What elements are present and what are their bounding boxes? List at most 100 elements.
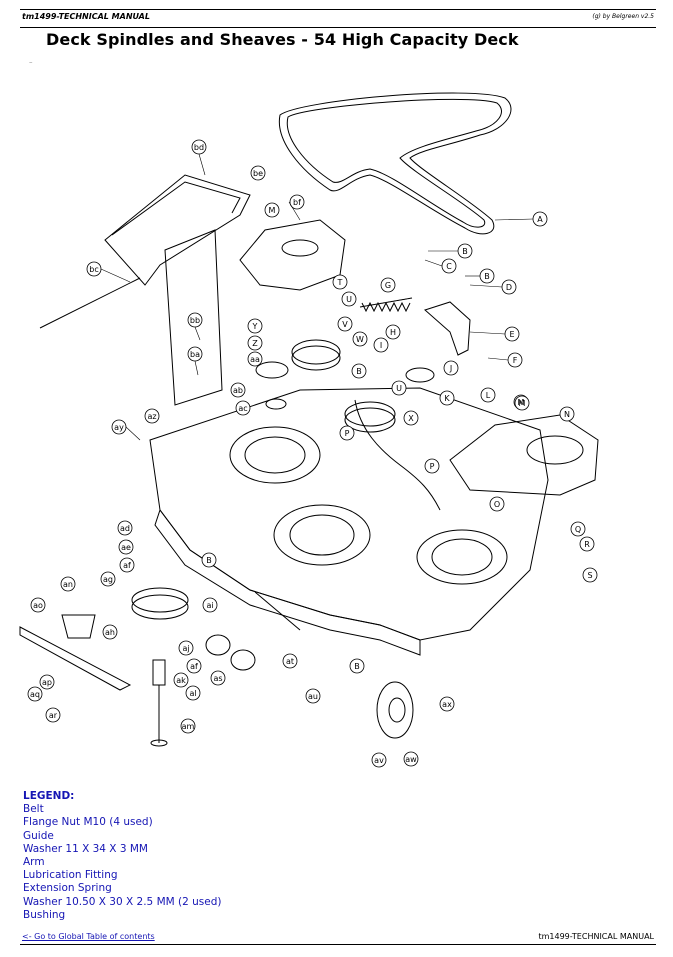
exploded-parts-diagram: A B C B D E F G H I J K L M N P O P Q R …	[19, 92, 599, 768]
callout-ap: ap	[42, 678, 52, 687]
callout-af: af	[123, 561, 131, 570]
legend-item: Flange Nut M10 (4 used)	[23, 816, 153, 829]
callout-ai: ai	[206, 601, 213, 610]
callout-ab: ab	[233, 386, 243, 395]
callout-W: W	[356, 335, 364, 344]
legend-item: Lubrication Fitting	[23, 869, 118, 882]
callout-L: L	[486, 391, 491, 400]
callout-at: at	[286, 657, 294, 666]
callout-labels: A B C B D E F G H I J K L M N P O P Q R …	[27, 139, 598, 768]
callout-ba: ba	[190, 350, 200, 359]
legend: LEGEND: Belt Flange Nut M10 (4 used) Gui…	[23, 790, 222, 922]
callout-ac: ac	[238, 404, 247, 413]
spindle-cover-drawing	[104, 174, 251, 286]
callout-ad: ad	[120, 524, 130, 533]
left-spindle-drawing	[19, 587, 189, 747]
belt-drawing	[278, 92, 512, 235]
callout-ak: ak	[176, 676, 186, 685]
callout-B4: B	[206, 556, 212, 565]
callout-aa: aa	[250, 355, 260, 364]
legend-heading: LEGEND:	[23, 790, 75, 802]
callout-as: as	[213, 674, 222, 683]
footer-rule	[20, 944, 656, 945]
callout-J: J	[449, 364, 452, 373]
legend-item: Arm	[23, 856, 45, 869]
callout-R: R	[584, 540, 590, 549]
roller-drawings	[205, 591, 301, 671]
idler-arm-drawing	[359, 297, 471, 356]
callout-P: P	[430, 462, 435, 471]
legend-item: Washer 10.50 X 30 X 2.5 MM (2 used)	[23, 895, 222, 908]
callout-am: am	[182, 722, 195, 731]
callout-K: K	[444, 394, 450, 403]
callout-ax: ax	[442, 700, 452, 709]
callout-an: an	[63, 580, 73, 589]
callout-B5: B	[354, 662, 360, 671]
header-credit: (g) by Belgreen v2.5	[592, 13, 654, 20]
callout-M3: M	[519, 399, 526, 408]
callout-D: D	[506, 283, 512, 292]
callout-bc: bc	[89, 265, 98, 274]
callout-E: E	[509, 330, 514, 339]
callout-Q: Q	[575, 525, 581, 534]
callout-B3: B	[356, 367, 362, 376]
callout-au: au	[308, 692, 318, 701]
legend-item: Belt	[23, 803, 44, 816]
callout-av: av	[374, 756, 384, 765]
callout-T: T	[337, 278, 343, 287]
callout-aq: aq	[30, 690, 40, 699]
callout-U2: U	[396, 384, 402, 393]
callout-Z: Z	[252, 339, 258, 348]
callout-F: F	[513, 356, 518, 365]
header-manual-code: tm1499-TECHNICAL MANUAL	[22, 12, 150, 21]
callout-V: V	[342, 320, 348, 329]
callout-X: X	[408, 414, 414, 423]
cover-plate-drawing	[239, 219, 346, 291]
callout-ah: ah	[105, 628, 115, 637]
sheave-drawings	[255, 339, 435, 433]
callout-be: be	[253, 169, 263, 178]
callout-al: al	[189, 689, 196, 698]
callout-I: I	[380, 341, 382, 350]
callout-U: U	[346, 295, 352, 304]
callout-H: H	[390, 328, 396, 337]
callout-M: M	[518, 398, 525, 407]
right-cover-drawing	[449, 414, 599, 496]
gauge-wheel-drawing	[376, 681, 414, 739]
legend-item: Extension Spring	[23, 882, 112, 895]
callout-aj: aj	[182, 644, 189, 653]
bracket-plate-drawing	[164, 229, 223, 406]
legend-item: Washer 11 X 34 X 3 MM	[23, 842, 148, 855]
callout-G: G	[385, 281, 391, 290]
callout-af2: af	[190, 662, 198, 671]
callout-bb: bb	[190, 316, 200, 325]
callout-ar: ar	[49, 711, 58, 720]
callout-O: O	[494, 500, 500, 509]
callout-ay: ay	[114, 423, 124, 432]
callout-ag: ag	[103, 575, 113, 584]
callout-M2: M	[269, 206, 276, 215]
header-rule	[20, 9, 656, 28]
footer-manual-code: tm1499-TECHNICAL MANUAL	[538, 932, 654, 941]
page-title: Deck Spindles and Sheaves - 54 High Capa…	[46, 30, 519, 49]
global-toc-link[interactable]: <- Go to Global Table of contents	[22, 932, 155, 941]
deck-shell-drawing	[149, 387, 549, 656]
callout-ae: ae	[121, 543, 131, 552]
leader-lines	[100, 153, 534, 441]
small-dash-mark: –	[29, 58, 33, 66]
callout-ao: ao	[33, 601, 43, 610]
callout-P2: P	[345, 429, 350, 438]
callout-az: az	[147, 412, 156, 421]
callout-B: B	[462, 247, 468, 256]
callout-A: A	[537, 215, 543, 224]
callout-B2: B	[484, 272, 490, 281]
legend-item: Guide	[23, 829, 54, 842]
callout-S: S	[587, 571, 592, 580]
callout-C: C	[446, 262, 452, 271]
callout-aw: aw	[405, 755, 417, 764]
callout-bf: bf	[293, 198, 301, 207]
callout-N: N	[564, 410, 570, 419]
legend-item: Bushing	[23, 908, 66, 921]
callout-Y: Y	[252, 322, 258, 331]
rod-drawing	[39, 277, 141, 329]
